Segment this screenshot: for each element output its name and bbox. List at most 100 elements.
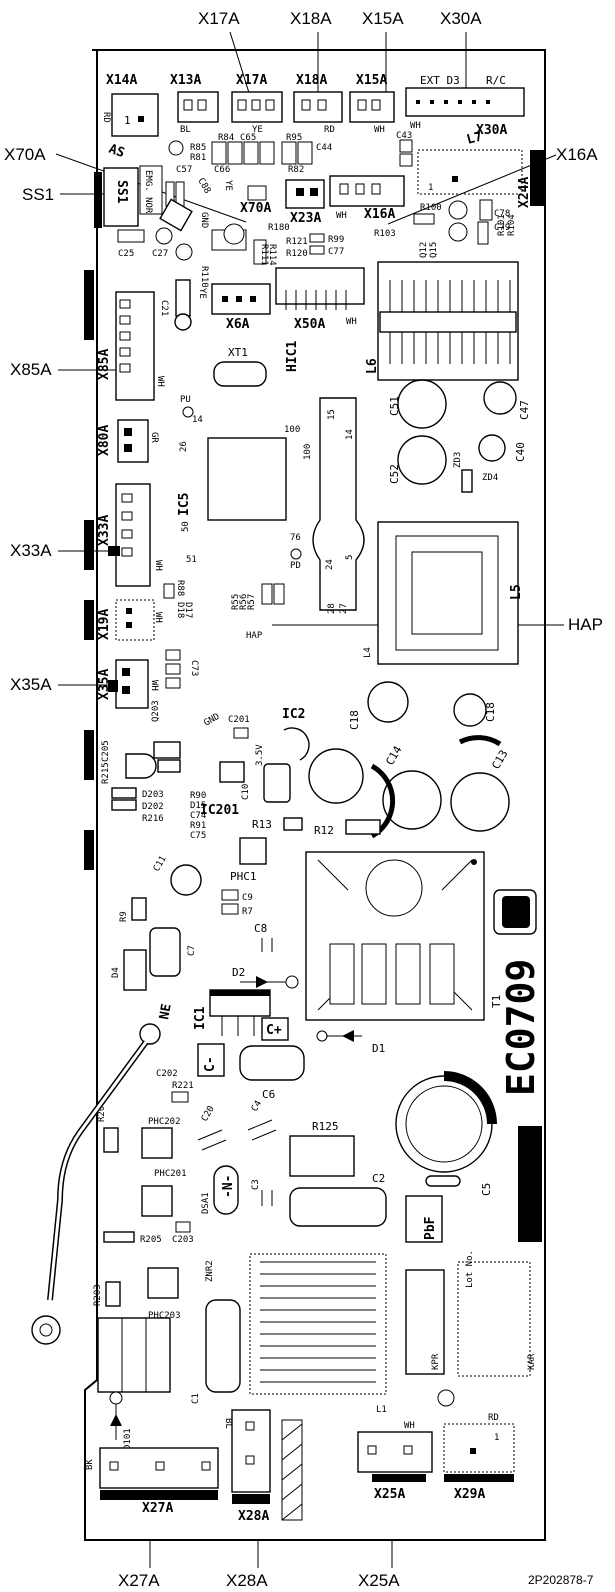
svg-text:C10: C10 <box>241 784 251 800</box>
svg-text:R221: R221 <box>172 1081 194 1091</box>
svg-text:D15: D15 <box>190 801 206 811</box>
svg-text:C27: C27 <box>152 249 168 259</box>
svg-text:BL: BL <box>223 1418 233 1429</box>
svg-text:C43: C43 <box>396 131 412 141</box>
svg-text:IC1: IC1 <box>193 1006 208 1030</box>
svg-text:R85: R85 <box>190 143 206 153</box>
callout-x25a: X25A <box>358 1571 400 1590</box>
svg-text:BL: BL <box>180 125 191 135</box>
connector-x17a: YE <box>231 91 283 135</box>
svg-text:X30A: X30A <box>476 123 507 138</box>
svg-text:27: 27 <box>339 603 349 614</box>
svg-text:C73: C73 <box>189 660 199 676</box>
board-marking: EC0709 <box>493 889 543 1096</box>
svg-text:X16A: X16A <box>364 207 395 222</box>
switch-ss1: SS1 EMG. NOR C88 <box>94 165 212 228</box>
svg-text:C8: C8 <box>254 922 267 935</box>
svg-text:EMG. NOR: EMG. NOR <box>143 170 153 214</box>
svg-text:PD: PD <box>290 561 301 571</box>
cap-c18-small <box>453 693 487 727</box>
svg-text:Q12: Q12 <box>419 242 429 258</box>
svg-text:R7: R7 <box>242 907 253 917</box>
svg-text:3.5V: 3.5V <box>255 744 265 766</box>
connector-x28a: BL X28A <box>223 1409 303 1524</box>
svg-text:WH: WH <box>153 560 163 571</box>
resistor-bank-top: R84 C65 R95 R85 R81 C57 C66 C44 R82 C43 <box>168 131 413 175</box>
svg-text:1: 1 <box>428 183 433 193</box>
inductor-l6: L6 <box>365 261 519 381</box>
svg-text:C40: C40 <box>514 442 527 462</box>
svg-text:X19A: X19A <box>97 609 112 640</box>
svg-text:R88: R88 <box>175 580 185 596</box>
svg-text:28: 28 <box>327 603 337 614</box>
svg-text:T1: T1 <box>490 995 503 1008</box>
connector-x85a: X85A WH <box>84 270 165 401</box>
svg-text:C79: C79 <box>494 223 510 233</box>
connector-x70a: X70A YE <box>223 180 271 216</box>
svg-text:D101: D101 <box>123 1428 133 1450</box>
connector-x18a: RD <box>293 91 343 135</box>
svg-text:X29A: X29A <box>454 1487 485 1502</box>
svg-text:WH: WH <box>336 211 347 221</box>
svg-text:PHC1: PHC1 <box>230 870 257 883</box>
svg-text:C18: C18 <box>348 710 361 730</box>
drawing-code: 2P202878-7 <box>528 1573 594 1587</box>
svg-text:R215: R215 <box>101 762 111 784</box>
connector-x24a: 1 X24A L7 <box>417 129 544 208</box>
svg-text:X35A: X35A <box>97 669 112 700</box>
svg-text:D1: D1 <box>372 1042 385 1055</box>
svg-text:C2: C2 <box>372 1172 385 1185</box>
svg-text:KAR: KAR <box>527 1353 537 1370</box>
svg-text:C21: C21 <box>159 300 169 316</box>
svg-text:C51: C51 <box>388 396 401 416</box>
svg-text:C25: C25 <box>118 249 134 259</box>
callout-x35a: X35A <box>10 675 52 694</box>
svg-text:ZNR2: ZNR2 <box>205 1260 215 1282</box>
svg-text:PU: PU <box>180 395 191 405</box>
svg-text:-N-: -N- <box>221 1175 236 1198</box>
cap-c11 <box>170 864 202 896</box>
svg-text:L6: L6 <box>365 358 380 374</box>
transformer-l5: L5 <box>377 521 524 665</box>
svg-text:L5: L5 <box>509 584 524 600</box>
ground-cable-ne: NE <box>31 1003 175 1345</box>
svg-text:X25A: X25A <box>374 1487 405 1502</box>
svg-text:R81: R81 <box>190 153 206 163</box>
svg-text:HAP: HAP <box>246 631 263 641</box>
svg-text:50: 50 <box>181 521 191 532</box>
svg-text:1: 1 <box>494 1433 499 1443</box>
svg-text:C57: C57 <box>176 165 192 175</box>
svg-text:Q15: Q15 <box>429 242 439 258</box>
svg-text:X33A: X33A <box>97 515 112 546</box>
svg-text:R125: R125 <box>312 1120 339 1133</box>
svg-text:R205: R205 <box>140 1235 162 1245</box>
svg-text:R84: R84 <box>218 133 234 143</box>
svg-text:R99: R99 <box>328 235 344 245</box>
svg-text:R121: R121 <box>286 237 308 247</box>
svg-text:1: 1 <box>124 114 131 127</box>
svg-text:R203: R203 <box>93 1284 103 1306</box>
connector-x16a: WH X16A <box>329 175 405 222</box>
svg-text:76: 76 <box>290 533 301 543</box>
svg-text:Q203: Q203 <box>151 700 161 722</box>
svg-text:51: 51 <box>186 555 197 565</box>
cap-c47 <box>483 381 517 415</box>
connector-x80a: X80A GR <box>97 419 159 463</box>
svg-text:EXT D3: EXT D3 <box>420 74 460 87</box>
svg-text:DSA1: DSA1 <box>201 1192 211 1214</box>
top-header-labels: X14A X13A X17A X18A X15A EXT D3 R/C <box>106 73 506 88</box>
svg-text:C-: C- <box>203 1056 218 1072</box>
svg-text:C75: C75 <box>190 831 206 841</box>
callout-x27a: X27A <box>118 1571 160 1590</box>
connector-x23a: X23A <box>285 179 325 226</box>
cap-c51 <box>397 379 447 429</box>
svg-text:100: 100 <box>303 444 313 460</box>
svg-text:HIC1: HIC1 <box>285 341 300 372</box>
svg-text:KPR: KPR <box>431 1353 441 1370</box>
callout-x17a: X17A <box>198 9 240 28</box>
connector-x19a: X19A WH D18 D17 <box>97 599 193 641</box>
hybrid-ic-hic1: HIC1 15 14 100 24 5 28 27 <box>285 341 365 614</box>
svg-text:BK: BK <box>85 1459 95 1470</box>
svg-text:YE: YE <box>197 288 207 299</box>
svg-text:X18A: X18A <box>296 73 327 88</box>
